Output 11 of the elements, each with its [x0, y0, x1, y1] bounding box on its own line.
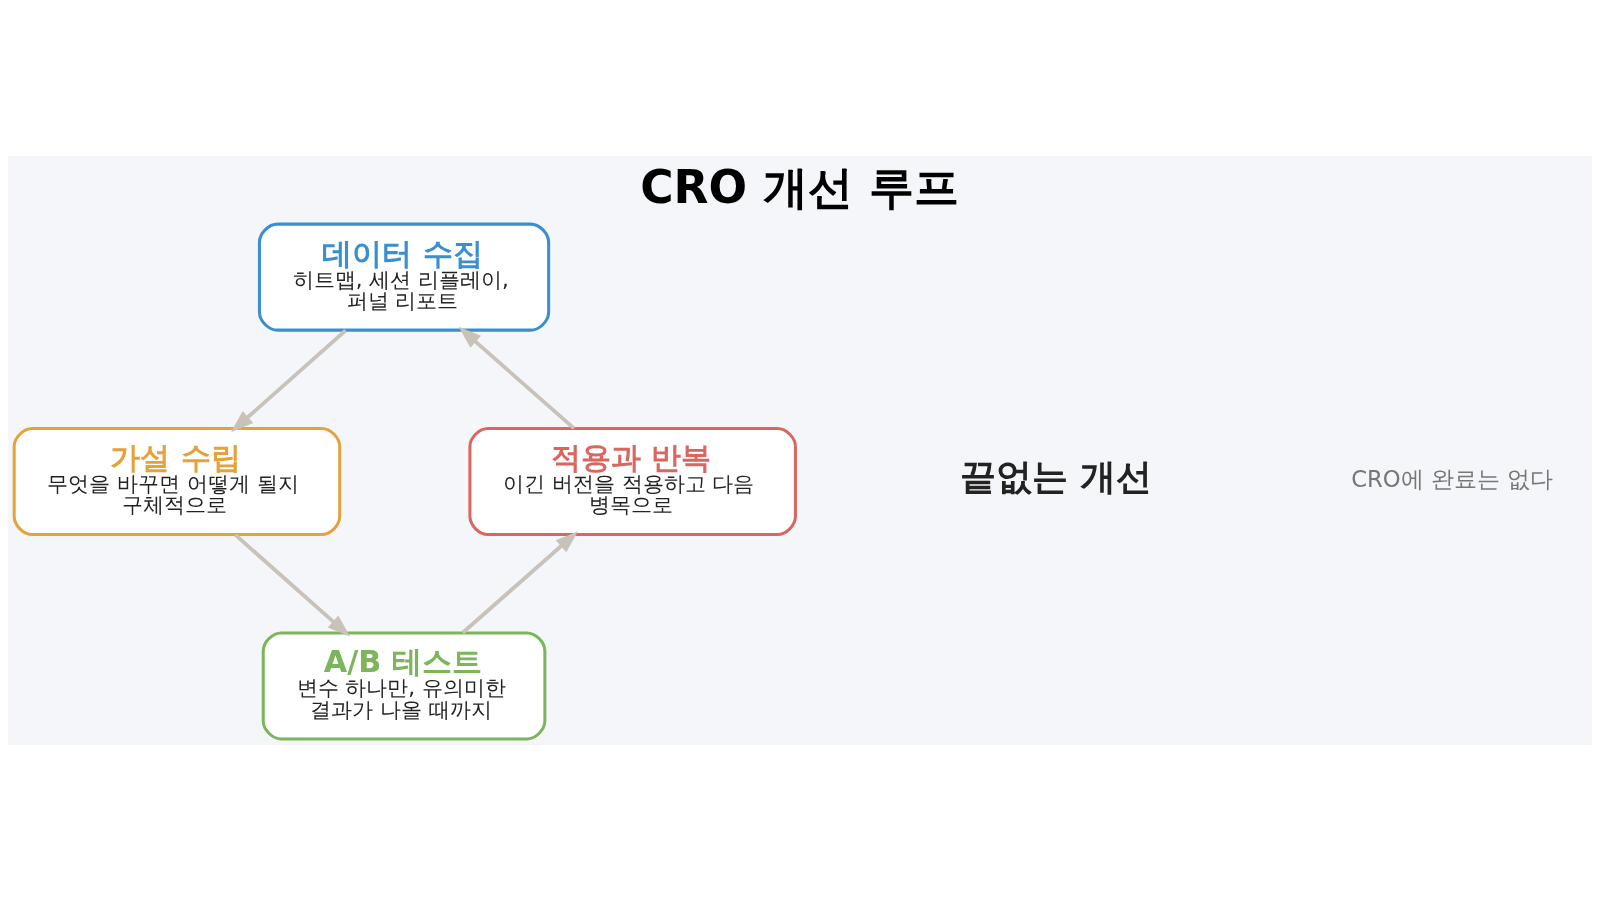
node-box: 가설 수립 무엇을 바꾸면 어떻게 될지 구체적으로 [12, 426, 342, 536]
diagram-title: CRO 개선 루프 [640, 160, 959, 214]
node-box: A/B 테스트 변수 하나만, 유의미한 결과가 나올 때까지 [261, 630, 547, 740]
arrow [461, 530, 579, 634]
node-box: 데이터 수집 히트맵, 세션 리플레이, 퍼널 리포트 [257, 222, 551, 332]
node-box: 적용과 반복 이긴 버전을 적용하고 다음 병목으로 [468, 426, 797, 536]
label: 끝없는 개선 [959, 454, 1153, 498]
arrow [234, 533, 351, 637]
arrow [230, 328, 347, 432]
arrow [458, 326, 576, 430]
label: CRO에 완료는 없다 [1351, 465, 1554, 492]
